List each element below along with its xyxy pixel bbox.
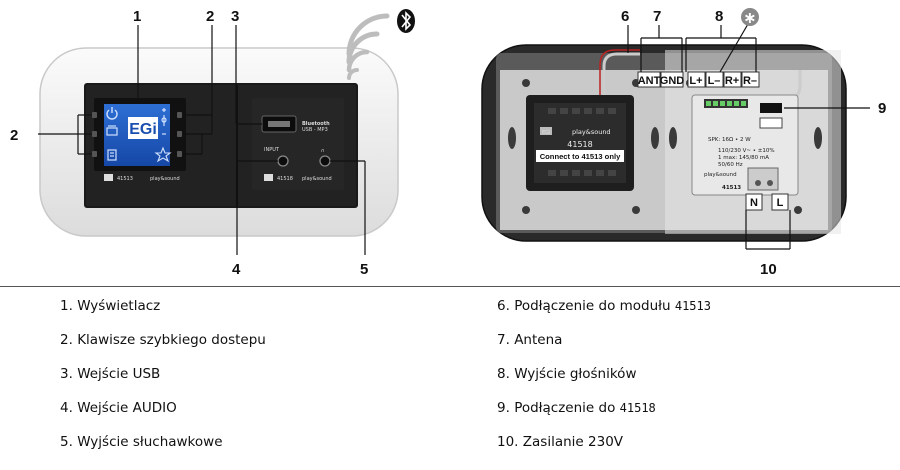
callout-6: 6	[621, 8, 629, 25]
quick-keys-right[interactable]	[177, 112, 182, 157]
callout-3: 3	[231, 8, 239, 25]
star-icon	[154, 146, 172, 163]
bluetooth-label: Bluetooth	[302, 121, 330, 127]
model-left: 41513	[117, 176, 133, 182]
power-terminals: N L	[745, 193, 789, 211]
headphone-label: ∩	[321, 148, 325, 154]
connector-41518	[760, 103, 782, 113]
radio-icon	[106, 125, 118, 136]
model-right: 41518	[277, 176, 293, 182]
star-badge-icon: ∗	[741, 8, 759, 27]
bluetooth-module: Bluetooth USB - MP3 INPUT ∩ 41518 play&s…	[252, 98, 344, 190]
callout-7: 7	[653, 8, 661, 25]
legend-item-1: 1. Wyświetlacz	[60, 298, 161, 314]
egi-badge-right	[264, 174, 273, 181]
terminal-screws	[706, 101, 746, 106]
legend-item-9: 9. Podłączenie do 41518	[497, 400, 656, 416]
audio-input-jack[interactable]	[277, 155, 289, 167]
bluetooth-icon	[397, 9, 415, 33]
module-code-right: 41513	[722, 185, 741, 191]
terminal-l-plus: L+	[689, 75, 702, 87]
callout-5: 5	[360, 261, 368, 278]
egi-badge-left	[104, 174, 113, 181]
terminal-gnd: GND	[660, 75, 685, 87]
legend-item-6: 6. Podłączenie do modułu 41513	[497, 298, 711, 314]
brand-left: play&sound	[150, 176, 180, 182]
star-badge-symbol: ∗	[743, 8, 756, 27]
front-leader-lines	[38, 25, 366, 255]
screen-logo: EGi	[129, 121, 157, 138]
spec-line-2: 110/230 V~ • ±10%	[718, 148, 775, 154]
terminal-l: L	[777, 197, 784, 209]
callout-1: 1	[133, 8, 141, 25]
legend-item-7: 7. Antena	[497, 332, 563, 348]
module-logo: EGi	[542, 130, 550, 136]
module-41518: EGi play&sound 41518 Connect to 41513 on…	[526, 95, 634, 191]
spec-line-3: 1 max: 145/80 mA	[718, 155, 769, 161]
brand-right: play&sound	[302, 176, 332, 182]
callout-8: 8	[715, 8, 723, 25]
back-device: EGi play&sound 41518 Connect to 41513 on…	[481, 44, 847, 242]
callout-4: 4	[232, 261, 241, 278]
module-brand: play&sound	[572, 128, 611, 136]
section-divider	[0, 286, 900, 287]
power-icon	[106, 107, 118, 120]
terminal-r-minus: R–	[743, 75, 757, 87]
spec-line-1: SPK: 16Ω • 2 W	[708, 137, 751, 143]
spec-line-4: 50/60 Hz	[718, 162, 743, 168]
display-module: EGi	[92, 98, 186, 182]
input-label: INPUT	[264, 147, 280, 153]
legend-item-2: 2. Klawisze szybkiego dostepu	[60, 332, 266, 348]
callout-10: 10	[760, 261, 777, 278]
wireless-waves-icon	[346, 13, 390, 80]
legend-item-5: 5. Wyjście słuchawkowe	[60, 434, 223, 450]
legend-item-3: 3. Wejście USB	[60, 366, 161, 382]
mounting-holes	[508, 79, 822, 214]
file-icon	[107, 149, 117, 161]
callout-2-left: 2	[10, 127, 18, 144]
terminal-r-plus: R+	[725, 75, 739, 87]
legend-item-8: 8. Wyjście głośników	[497, 366, 637, 382]
headphone-jack[interactable]	[319, 155, 331, 167]
terminal-l-minus: L–	[708, 75, 721, 87]
product-diagram: EGi	[10, 8, 886, 278]
terminal-n: N	[750, 197, 758, 209]
connect-text: Connect to 41513 only	[540, 152, 621, 161]
legend-item-4: 4. Wejście AUDIO	[60, 400, 177, 416]
back-leader-lines	[627, 23, 870, 250]
front-device: EGi	[39, 9, 415, 237]
legend-item-10: 10. Zasilanie 230V	[497, 434, 624, 450]
module-41513: SPK: 16Ω • 2 W 110/230 V~ • ±10% 1 max: …	[691, 94, 799, 196]
terminal-strip: ANT GND L+ L– R+ R–	[637, 71, 760, 88]
legend-right-column: 6. Podłączenie do modułu 41513 7. Antena…	[497, 295, 711, 465]
usb-port[interactable]	[268, 121, 290, 127]
module-code: 41518	[567, 140, 592, 149]
quick-keys-left[interactable]	[92, 112, 97, 157]
module-brand-right: play&sound	[704, 172, 737, 178]
legend-left-column: 1. Wyświetlacz 2. Klawisze szybkiego dos…	[60, 295, 266, 465]
usb-mp3-label: USB - MP3	[302, 127, 328, 133]
callout-2-top: 2	[206, 8, 214, 25]
callout-9: 9	[878, 100, 886, 117]
terminal-ant: ANT	[638, 75, 661, 87]
volume-icon	[161, 108, 167, 135]
